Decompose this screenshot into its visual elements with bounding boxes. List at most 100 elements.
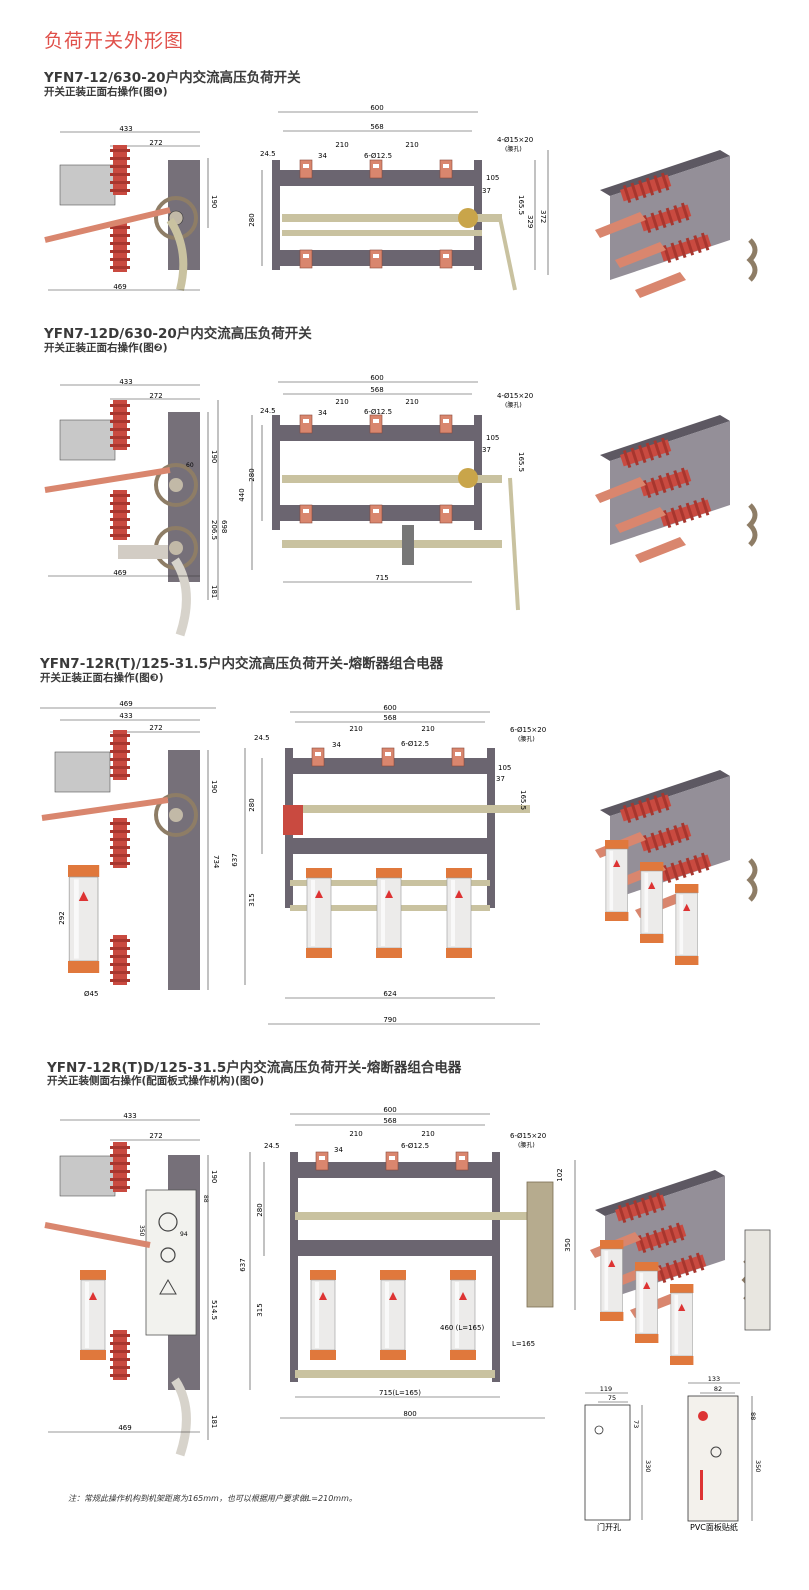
- svg-text:L=165: L=165: [512, 1340, 535, 1348]
- svg-text:272: 272: [149, 392, 162, 400]
- svg-text:6-Ø15×20: 6-Ø15×20: [510, 1132, 546, 1140]
- svg-text:PVC面板贴纸: PVC面板贴纸: [690, 1522, 738, 1532]
- svg-text:6-Ø15×20: 6-Ø15×20: [510, 726, 546, 734]
- svg-text:190: 190: [210, 450, 218, 463]
- svg-text:119: 119: [600, 1385, 612, 1393]
- svg-text:24.5: 24.5: [264, 1142, 280, 1150]
- section-3-side-view: 469 433 272 292 Ø45 190 734: [40, 700, 220, 998]
- svg-text:715(L=165): 715(L=165): [379, 1389, 421, 1397]
- section-4-front-view: 600 568 210 210 6-Ø12.5 24.5 34 6-Ø15×20…: [239, 1106, 576, 1419]
- svg-text:514.5: 514.5: [210, 1300, 218, 1320]
- svg-text:734: 734: [212, 855, 220, 869]
- svg-text:(腰孔): (腰孔): [518, 735, 535, 743]
- svg-text:790: 790: [383, 1016, 396, 1024]
- svg-text:24.5: 24.5: [254, 734, 270, 742]
- svg-text:73: 73: [632, 1420, 640, 1428]
- svg-text:568: 568: [383, 1117, 396, 1125]
- section-4-side-view: 433 272 190 88 350 94 514.5 181 469: [44, 1112, 218, 1457]
- svg-text:350: 350: [564, 1238, 572, 1251]
- svg-text:190: 190: [210, 195, 218, 208]
- section-2-iso-view: [595, 415, 755, 563]
- svg-text:433: 433: [119, 378, 132, 386]
- svg-text:4-Ø15×20: 4-Ø15×20: [497, 392, 533, 400]
- svg-text:88: 88: [749, 1412, 757, 1420]
- svg-text:133: 133: [708, 1375, 720, 1383]
- svg-text:82: 82: [714, 1385, 722, 1393]
- svg-text:24.5: 24.5: [260, 407, 276, 415]
- svg-text:60: 60: [186, 462, 194, 469]
- section-4-title: YFN7-12R(T)D/125-31.5户内交流高压负荷开关-熔断器组合电器: [47, 1060, 462, 1076]
- svg-text:469: 469: [113, 283, 126, 291]
- svg-text:6-Ø12.5: 6-Ø12.5: [364, 408, 392, 416]
- section-4-iso-view: [590, 1170, 771, 1366]
- section-3-title: YFN7-12R(T)/125-31.5户内交流高压负荷开关-熔断器组合电器: [40, 656, 444, 672]
- svg-text:210: 210: [405, 141, 418, 149]
- section-2-side-view: 433 272 60 190 206.5 698 181 469: [44, 378, 228, 637]
- svg-text:568: 568: [370, 386, 383, 394]
- svg-text:600: 600: [370, 104, 383, 112]
- svg-text:102: 102: [556, 1168, 564, 1181]
- svg-text:315: 315: [248, 893, 256, 906]
- section-3-subtitle: 开关正装正面右操作(图❸): [40, 672, 164, 684]
- section-1-side-view: 433 272 190 469: [44, 125, 218, 291]
- svg-text:800: 800: [403, 1410, 416, 1418]
- svg-text:181: 181: [210, 1415, 218, 1428]
- svg-text:330: 330: [644, 1460, 652, 1472]
- svg-text:280: 280: [256, 1203, 264, 1216]
- svg-text:94: 94: [180, 1231, 188, 1238]
- svg-text:433: 433: [119, 712, 132, 720]
- svg-text:6-Ø12.5: 6-Ø12.5: [364, 152, 392, 160]
- svg-text:165.5: 165.5: [517, 195, 525, 215]
- section-3-iso-view: [595, 770, 755, 966]
- dim-text: 433: [119, 125, 132, 133]
- svg-text:272: 272: [149, 724, 162, 732]
- svg-text:105: 105: [486, 174, 499, 182]
- svg-text:440: 440: [238, 488, 246, 501]
- svg-text:469: 469: [113, 569, 126, 577]
- svg-text:88: 88: [202, 1195, 209, 1203]
- svg-text:568: 568: [370, 123, 383, 131]
- svg-text:350: 350: [754, 1460, 762, 1472]
- svg-text:210: 210: [405, 398, 418, 406]
- svg-text:210: 210: [349, 725, 362, 733]
- page-title: 负荷开关外形图: [44, 30, 185, 52]
- svg-text:469: 469: [119, 700, 132, 708]
- svg-text:315: 315: [256, 1303, 264, 1316]
- svg-text:206.5: 206.5: [210, 520, 218, 540]
- section-1-iso-view: [595, 150, 755, 298]
- svg-text:433: 433: [123, 1112, 136, 1120]
- svg-text:Ø45: Ø45: [84, 990, 98, 998]
- svg-text:210: 210: [349, 1130, 362, 1138]
- svg-text:350: 350: [138, 1225, 145, 1237]
- svg-text:34: 34: [332, 741, 341, 749]
- svg-text:210: 210: [335, 398, 348, 406]
- svg-text:190: 190: [210, 1170, 218, 1183]
- section-2-title: YFN7-12D/630-20户内交流高压负荷开关: [44, 326, 312, 342]
- svg-text:210: 210: [421, 1130, 434, 1138]
- svg-text:210: 210: [421, 725, 434, 733]
- svg-text:6-Ø12.5: 6-Ø12.5: [401, 1142, 429, 1150]
- svg-text:600: 600: [383, 1106, 396, 1114]
- svg-text:75: 75: [608, 1394, 616, 1402]
- section-3-front-view: 600 568 210 210 6-Ø12.5 24.5 34 6-Ø15×20…: [231, 704, 546, 1025]
- svg-text:292: 292: [58, 911, 66, 924]
- door-hole-drawing: 119 75 73 330 门开孔: [584, 1385, 652, 1532]
- svg-text:329: 329: [526, 215, 534, 228]
- footnote: 注：常规此操作机构到机架距离为165mm，也可以根据用户要求做L=210mm。: [68, 1494, 357, 1503]
- section-2-subtitle: 开关正装正面右操作(图❷): [44, 342, 168, 354]
- svg-text:34: 34: [318, 152, 327, 160]
- svg-text:715: 715: [375, 574, 388, 582]
- svg-text:280: 280: [248, 798, 256, 811]
- svg-text:(腰孔): (腰孔): [505, 401, 522, 409]
- svg-text:165.5: 165.5: [519, 790, 527, 810]
- svg-text:624: 624: [383, 990, 397, 998]
- svg-text:37: 37: [482, 187, 491, 195]
- pvc-panel-drawing: 133 82 88 350 PVC面板贴纸: [687, 1375, 762, 1532]
- svg-text:37: 37: [496, 775, 505, 783]
- svg-text:698: 698: [220, 520, 228, 533]
- svg-text:34: 34: [318, 409, 327, 417]
- svg-text:6-Ø12.5: 6-Ø12.5: [401, 740, 429, 748]
- svg-text:165.5: 165.5: [517, 452, 525, 472]
- svg-text:372: 372: [539, 210, 547, 223]
